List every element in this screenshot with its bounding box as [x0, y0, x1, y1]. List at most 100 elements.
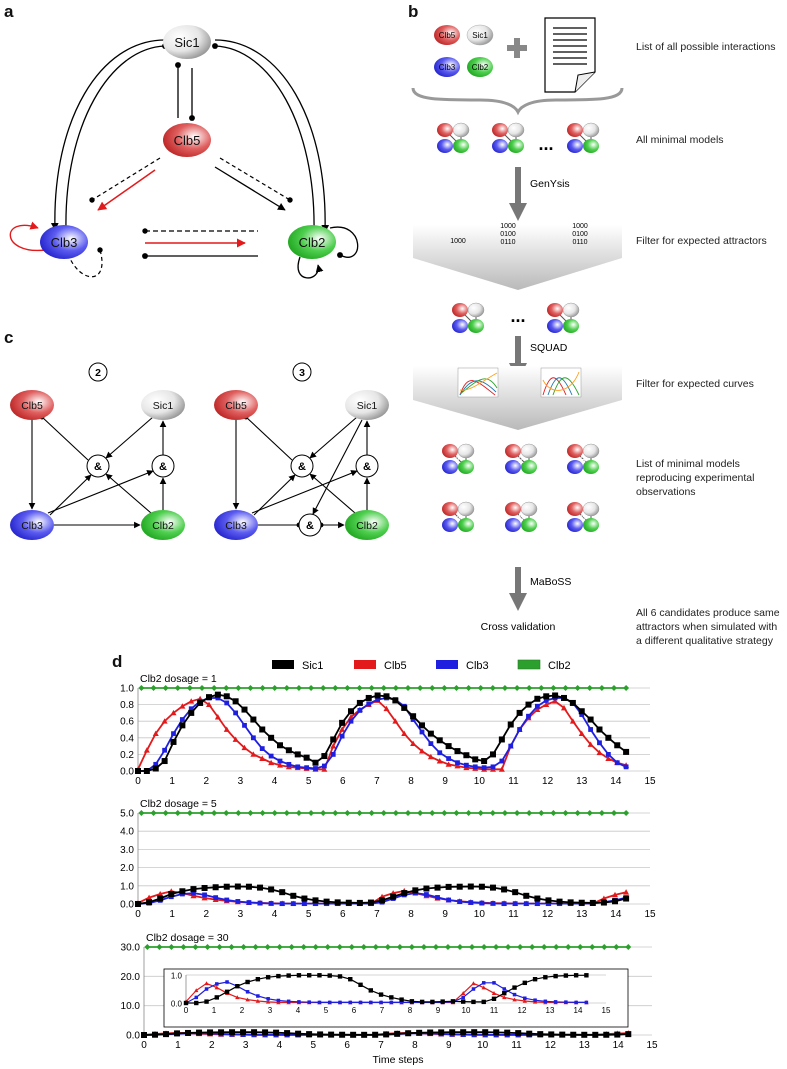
curve-thumbnail-1 [457, 367, 499, 398]
point-clb2 [235, 685, 242, 691]
point-sic1 [612, 898, 619, 905]
point-clb2 [574, 685, 581, 691]
point-clb5 [255, 998, 261, 1003]
point-sic1 [152, 1031, 159, 1038]
desc-0: List of all possible interactions [636, 41, 776, 53]
attractor-multi-2-a: 1000 [572, 223, 588, 230]
point-sic1 [306, 1031, 313, 1038]
point-clb3 [202, 892, 207, 898]
chart-title: Clb2 dosage = 30 [146, 932, 229, 944]
point-sic1 [438, 1029, 445, 1036]
point-clb2 [514, 685, 521, 691]
point-sic1 [135, 768, 141, 774]
point-sic1 [440, 999, 445, 1004]
point-sic1 [600, 899, 607, 906]
point-clb2 [598, 810, 605, 816]
point-sic1 [532, 977, 538, 982]
point-clb5 [143, 747, 150, 753]
point-sic1 [460, 1029, 467, 1036]
point-sic1 [240, 1029, 247, 1036]
node-clb2 [288, 225, 336, 259]
point-clb2 [199, 810, 205, 816]
point-sic1 [179, 722, 186, 729]
point-sic1 [170, 738, 177, 745]
and-gate-label: & [159, 461, 167, 473]
node-clb5-label: Clb5 [21, 400, 43, 412]
point-clb2 [465, 810, 472, 816]
model-number: 3 [580, 455, 586, 466]
desc-9: a different qualitative strategy [636, 635, 774, 647]
point-clb5 [235, 995, 240, 1000]
point-clb5 [596, 749, 603, 756]
point-clb2 [180, 944, 187, 950]
point-clb3 [246, 900, 252, 905]
point-sic1 [534, 695, 541, 702]
point-clb2 [247, 685, 254, 691]
x-tick-label: 0 [135, 776, 141, 787]
point-sic1 [383, 693, 390, 700]
x-tick-label: 0 [141, 1040, 147, 1051]
point-sic1 [323, 898, 330, 905]
and-gate [151, 454, 175, 478]
x-tick-label: 15 [646, 1040, 658, 1051]
y-tick-label: 5.0 [120, 809, 134, 820]
point-sic1 [347, 708, 354, 715]
attractor-multi-1-a: 1000 [500, 223, 516, 230]
point-sic1 [504, 1029, 511, 1036]
point-clb3 [213, 895, 219, 901]
and-gate-label: & [306, 520, 314, 532]
node-sic1 [141, 390, 185, 420]
point-clb5 [339, 726, 346, 732]
point-sic1 [163, 1031, 170, 1038]
point-sic1 [512, 889, 519, 896]
point-sic1 [268, 886, 275, 893]
attractor-single: 1000 [450, 238, 466, 245]
y-tick-label: 0.0 [120, 767, 134, 778]
x-tick-label: 12 [542, 776, 554, 787]
point-clb2 [444, 944, 451, 950]
point-clb2 [565, 944, 572, 950]
point-sic1 [481, 758, 488, 765]
point-clb3 [389, 1000, 394, 1005]
panel-label-c: c [4, 328, 14, 347]
x-tick-label: 14 [610, 909, 622, 920]
x-tick-label: 5 [306, 776, 312, 787]
plus-icon [507, 38, 527, 58]
point-sic1 [168, 890, 175, 897]
panel-label-b: b [408, 2, 419, 21]
point-clb5 [170, 709, 177, 716]
node-sic1 [163, 25, 211, 59]
point-sic1 [268, 734, 275, 741]
point-sic1 [218, 1029, 225, 1036]
point-sic1 [412, 887, 419, 894]
point-clb3 [479, 900, 485, 906]
point-sic1 [416, 1029, 423, 1036]
point-clb2 [360, 944, 367, 950]
point-sic1 [419, 999, 425, 1005]
point-clb2 [453, 685, 460, 691]
point-clb2 [456, 944, 463, 950]
point-clb3 [419, 729, 425, 735]
x-tick-label: 9 [436, 1006, 441, 1015]
point-sic1 [257, 884, 264, 891]
point-clb2 [240, 944, 247, 950]
point-sic1 [587, 716, 594, 723]
point-clb3 [188, 706, 194, 712]
point-clb2 [276, 944, 283, 950]
point-clb3 [543, 698, 549, 703]
x-tick-label: 1 [169, 776, 175, 787]
point-sic1 [581, 1031, 588, 1038]
point-clb3 [379, 1000, 383, 1005]
point-clb3 [339, 733, 345, 739]
point-clb2 [283, 810, 290, 816]
x-tick-label: 4 [296, 1006, 301, 1015]
x-tick-label: 14 [610, 776, 622, 787]
x-tick-label: 15 [644, 776, 656, 787]
point-clb2 [586, 685, 593, 691]
point-clb2 [271, 810, 278, 816]
chart-title: Clb2 dosage = 1 [140, 673, 217, 685]
point-clb5 [179, 703, 186, 709]
point-clb2 [501, 810, 508, 816]
point-sic1 [214, 691, 221, 698]
